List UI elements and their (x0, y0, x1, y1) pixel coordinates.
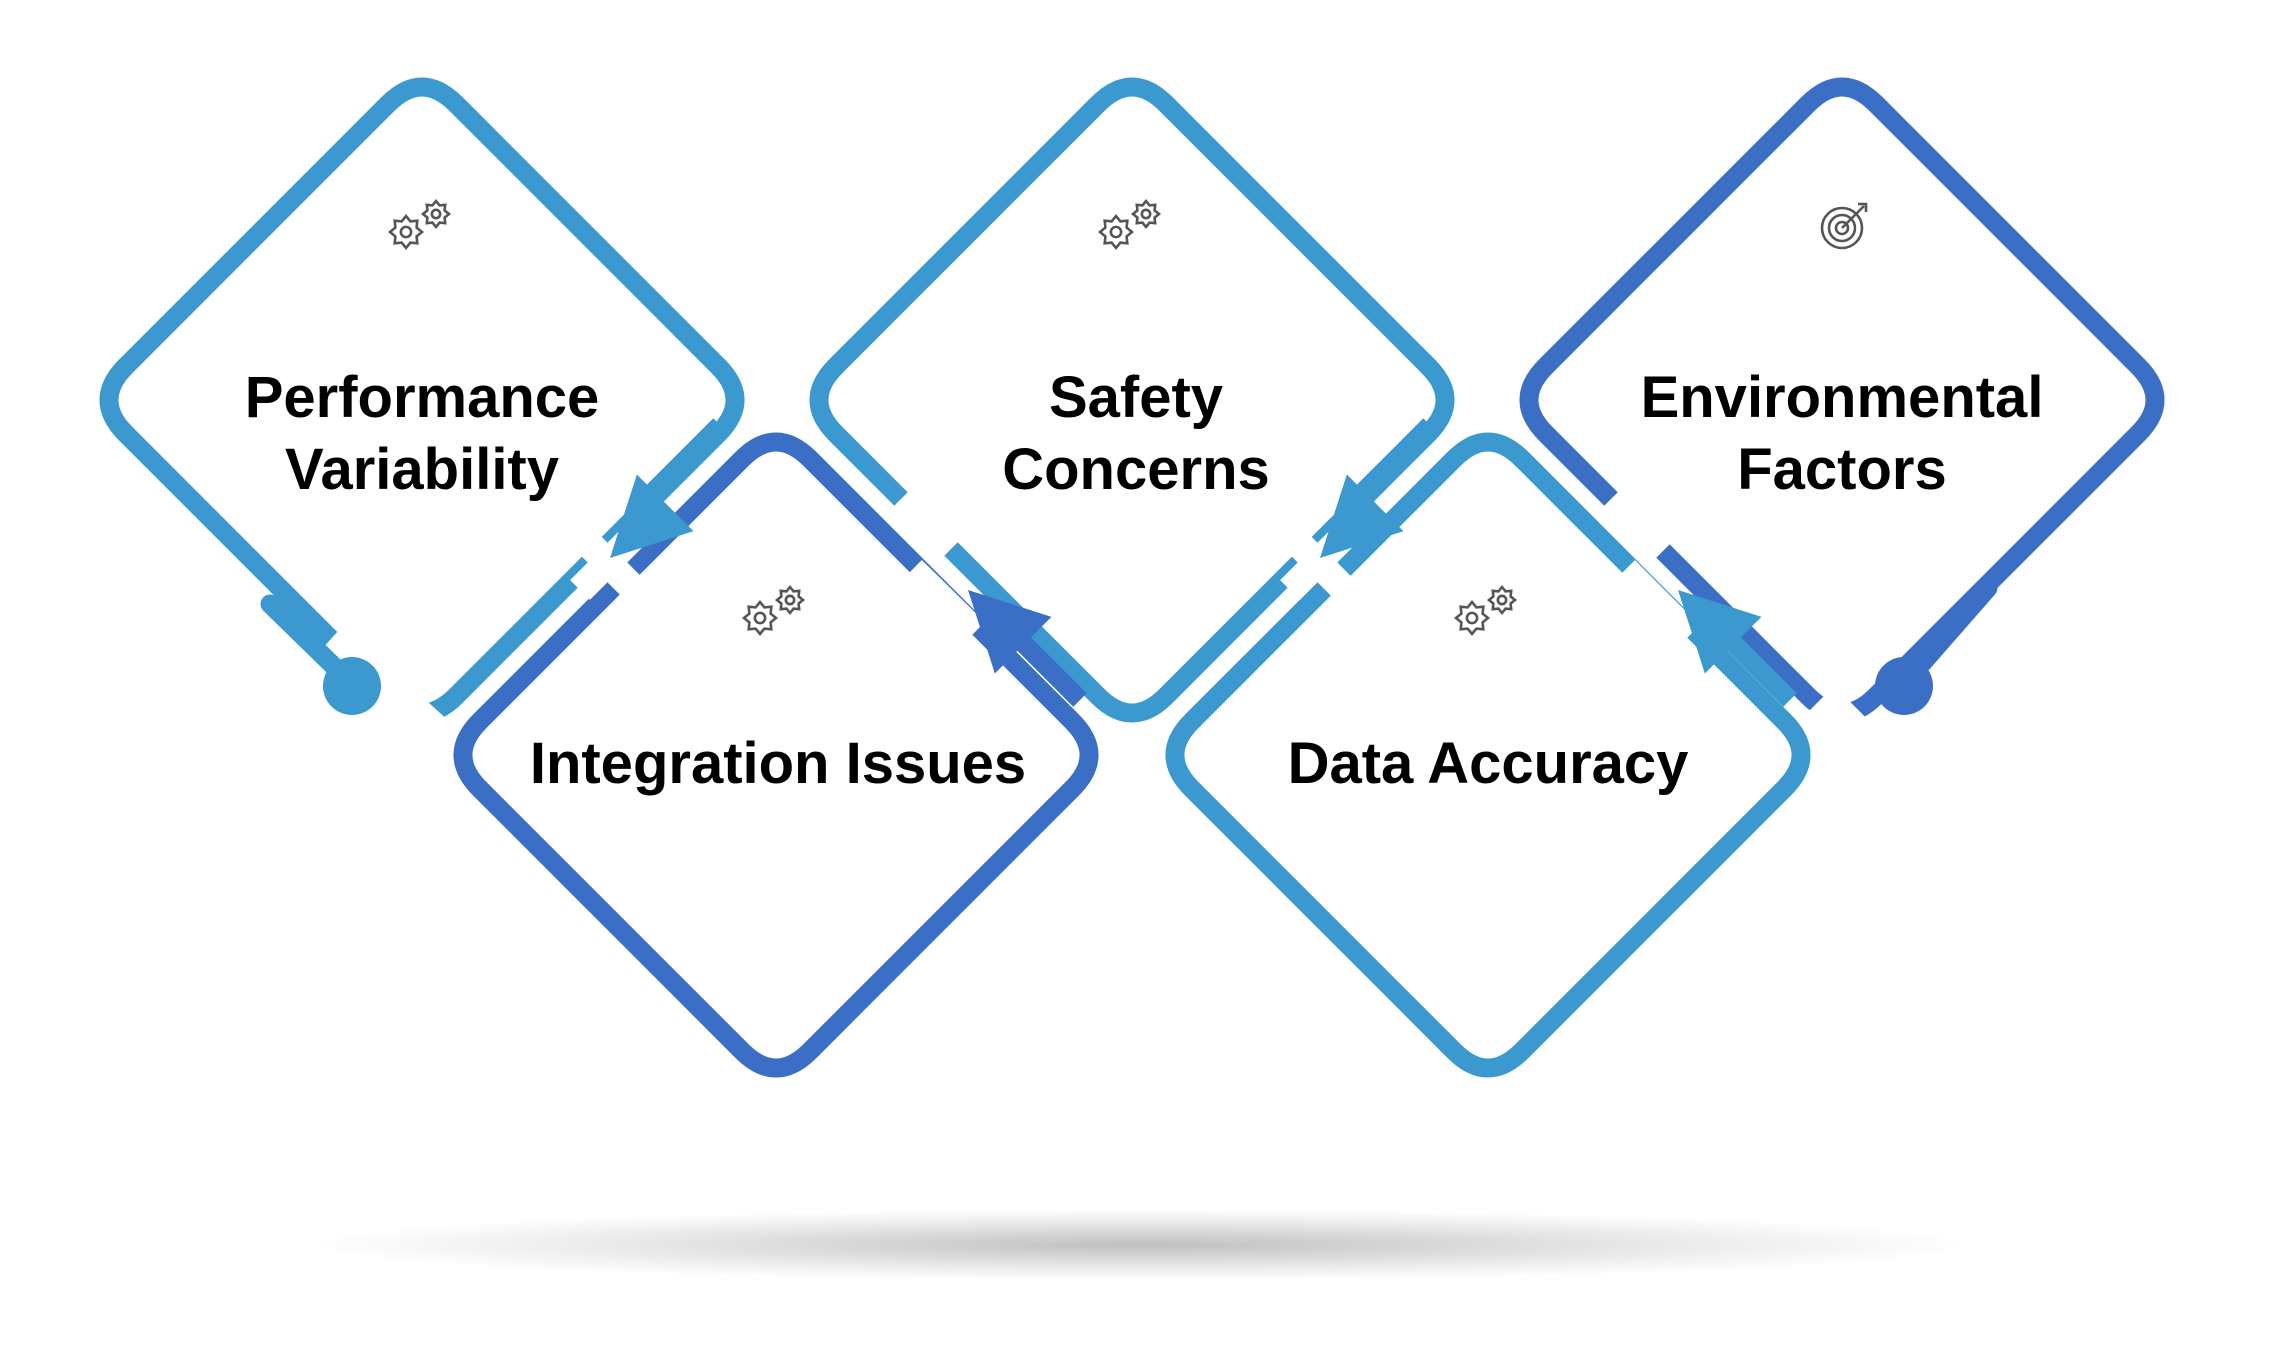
node-label-line: Performance (244, 365, 600, 430)
gap-mask (1260, 505, 1355, 600)
node-label-performance: Performance Variability (245, 362, 600, 506)
arrow-performance-integration (610, 474, 694, 558)
gears-icon (387, 198, 452, 251)
node-label-line: Data Accuracy (1287, 731, 1689, 796)
node-outline-environmental (1519, 77, 2165, 723)
node-label-line: Safety (1048, 365, 1224, 430)
connector-safety-data (1353, 418, 1437, 502)
gap-mask (890, 490, 960, 560)
gears-icon (741, 584, 806, 637)
gap-mask (1600, 490, 1672, 562)
gap-mask (1805, 685, 1875, 755)
gears-icon (1453, 584, 1518, 637)
start-dot (323, 657, 381, 715)
floor-shadow (320, 1210, 1960, 1280)
node-label-line: Concerns (1002, 437, 1270, 502)
node-label-safety: Safety Concerns (1002, 362, 1270, 506)
gears-icon (1097, 198, 1162, 251)
node-label-line: Factors (1737, 437, 1947, 502)
gap-mask (1615, 560, 1700, 645)
end-dot (1875, 657, 1933, 715)
node-label-environmental: Environmental Factors (1641, 362, 2044, 506)
node-outline-performance (99, 77, 745, 723)
node-label-line: Variability (284, 437, 560, 502)
gap-mask (902, 560, 985, 642)
node-label-line: Integration Issues (529, 731, 1027, 796)
arrow-safety-data (1320, 474, 1404, 558)
connector-performance-integration (643, 418, 727, 502)
gap-mask (316, 625, 454, 755)
target-icon (1820, 202, 1868, 250)
node-label-integration: Integration Issues (530, 728, 1026, 800)
node-outline-integration (453, 432, 1099, 1078)
node-label-data: Data Accuracy (1288, 728, 1689, 800)
node-label-line: Environmental (1640, 365, 2044, 430)
arrow-data-environmental (1678, 590, 1762, 674)
node-outline-data (1165, 432, 1811, 1078)
arrow-integration-safety (968, 590, 1052, 674)
node-outline-safety (809, 77, 1455, 723)
